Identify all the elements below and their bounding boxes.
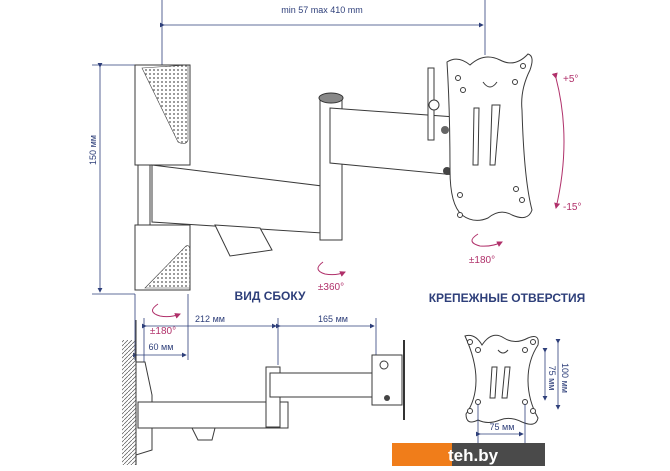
reach-label: min 57 max 410 mm [281,5,363,15]
side-view-title: ВИД СБОКУ [235,289,306,303]
plate-rotation-label: ±180° [469,255,495,266]
watermark-text: teh.by [448,446,499,465]
wall-swivel-label: ±180° [150,326,176,337]
arm-2 [329,107,456,176]
swivel-icon [317,261,346,277]
tilt-up-label: +5° [563,74,578,85]
wall [122,340,136,465]
vertical-100-label: 100 мм [560,363,570,393]
arm-1 [151,164,323,234]
mounting-holes-view: КРЕПЕЖНЫЕ ОТВЕРСТИЯ 75 мм 100 мм 75 мм [429,291,586,448]
tilt-arc-icon [551,72,565,209]
height-label: 150 мм [88,135,98,165]
arm2-length-label: 165 мм [318,314,348,324]
side-view: ВИД СБОКУ 212 мм 165 мм [122,289,405,465]
rotate-icon [471,233,503,247]
width-label: 60 мм [149,342,174,352]
vertical-75-label: 75 мм [547,366,557,391]
horizontal-75-label: 75 мм [490,422,515,432]
teh-by-watermark: teh.by [392,443,545,466]
vesa-plate [446,53,533,221]
vesa-plate-front [464,334,539,425]
arm-swivel-label: ±360° [318,282,344,293]
side-arm-1 [137,401,289,429]
swivel-icon [152,303,181,319]
tilt-down-label: -15° [563,202,581,213]
side-arm-2 [269,372,386,398]
mounting-holes-title: КРЕПЕЖНЫЕ ОТВЕРСТИЯ [429,291,586,305]
front-view: min 57 max 410 mm 150 мм +5° [88,0,581,360]
arm1-length-label: 212 мм [195,314,225,324]
